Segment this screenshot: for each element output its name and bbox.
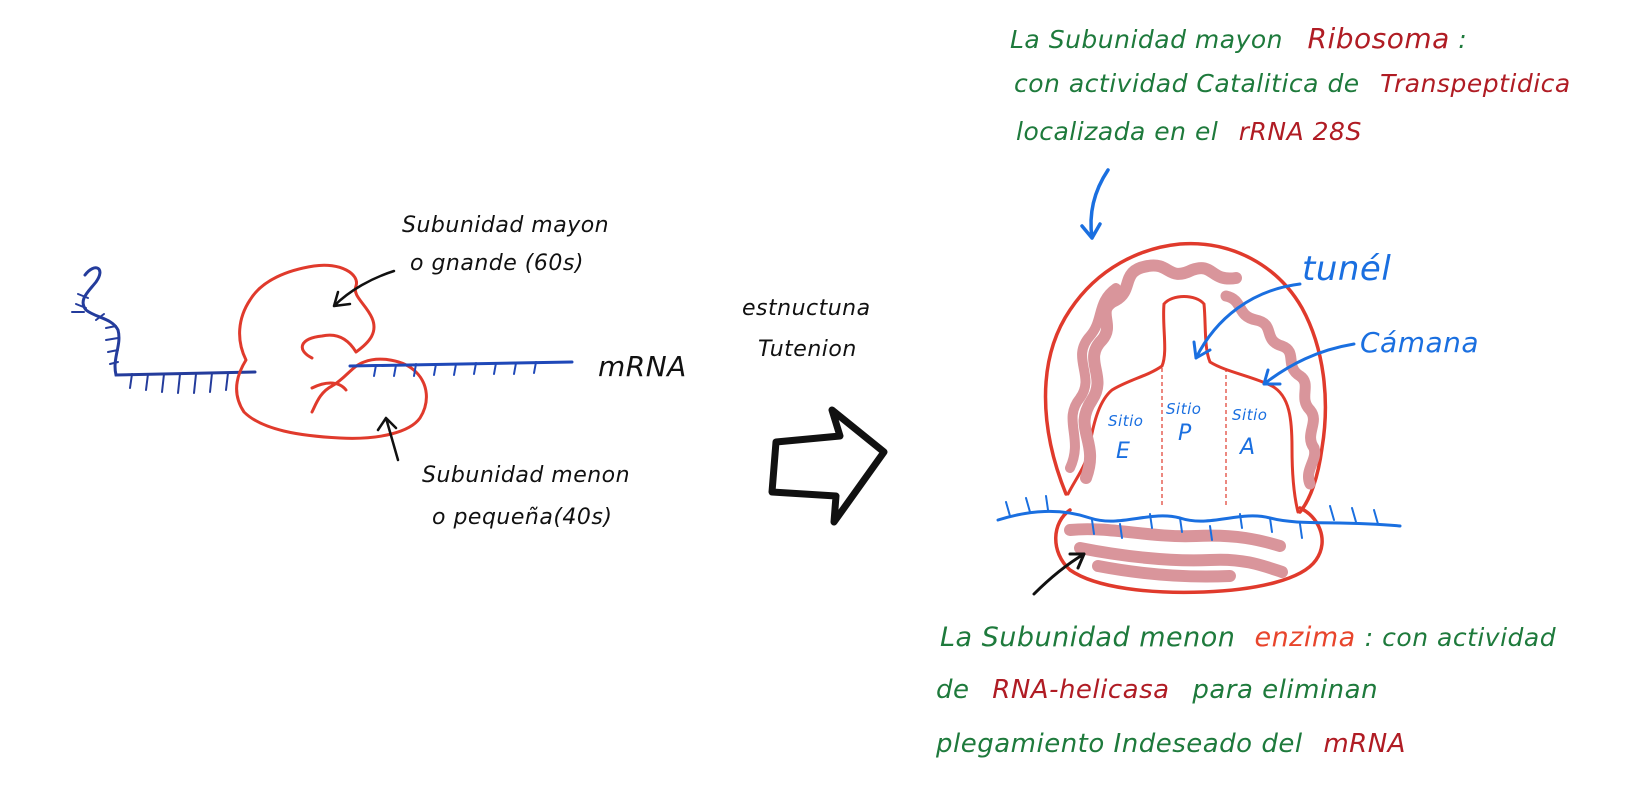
center-arrow-group: estnuctuna Tutenion [742, 296, 888, 526]
top-note-line2-highlight: Transpeptidica [1380, 69, 1571, 98]
bottom-note-pointer-arrow [1032, 552, 1086, 596]
large-subunit-pointer-arrow [332, 269, 396, 308]
right-ribosome-detail: Sitio E Sitio P Sitio A tunél Cámana [996, 168, 1479, 596]
top-note-line1: La Subunidad mayon Ribosoma : [1010, 22, 1467, 55]
site-e-word: Sitio [1108, 412, 1143, 430]
bottom-note-line3: plegamiento Indeseado del mRNA [935, 729, 1406, 759]
mrna-label: mRNA [598, 350, 687, 383]
arrow-label-line2: Tutenion [758, 337, 857, 362]
site-a-word: Sitio [1232, 406, 1267, 424]
top-note-line1-suffix: : [1458, 25, 1467, 54]
right-mrna-ticks [1005, 495, 1379, 541]
bottom-note-line3-highlight: mRNA [1323, 729, 1406, 759]
top-note-line2: con actividad Catalitica de Transpeptidi… [1014, 69, 1571, 98]
top-note-line3-highlight: rRNA 28S [1239, 117, 1362, 146]
bottom-note-line3-prefix: plegamiento Indeseado del [935, 729, 1303, 759]
left-mrna-line [348, 360, 574, 368]
bottom-note-line1-suffix: : con actividad [1365, 623, 1556, 652]
top-note-line3: localizada en el rRNA 28S [1016, 117, 1362, 146]
site-p-letter: P [1178, 421, 1192, 446]
large-subunit-shading-left [1078, 259, 1242, 484]
bottom-note-line1: La Subunidad menon enzima : con activida… [940, 622, 1556, 653]
bottom-note-line2-highlight: RNA-helicasa [992, 675, 1169, 705]
top-note-line1-highlight: Ribosoma [1307, 22, 1449, 55]
top-note-line2-prefix: con actividad Catalitica de [1014, 69, 1360, 98]
arrow-label-line1: estnuctuna [742, 296, 871, 321]
top-note-pointer-arrow [1080, 168, 1110, 240]
small-subunit-pointer-arrow [376, 416, 400, 462]
small-subunit-outline [1054, 506, 1324, 595]
bottom-note-line2-prefix: de [936, 675, 970, 705]
left-ribosome-sketch: Subunidad mayon o gnande (60s) mRNA Subu… [71, 213, 687, 530]
bottom-note-line2-suffix: para eliminan [1191, 675, 1378, 705]
large-subunit-shading-left-2 [1065, 283, 1121, 473]
site-e-letter: E [1116, 439, 1130, 464]
bottom-note-line1-prefix: La Subunidad menon [940, 622, 1235, 653]
bottom-note: La Subunidad menon enzima : con activida… [935, 622, 1556, 759]
inner-chamber-outline [1066, 295, 1300, 514]
left-strand [81, 266, 257, 377]
top-note-line1-prefix: La Subunidad mayon [1010, 25, 1283, 54]
left-subunit-groove [310, 381, 348, 392]
site-p-word: Sitio [1166, 400, 1201, 418]
small-subunit-label-line2: o pequeña(40s) [432, 505, 612, 530]
chamber-pointer-arrow [1262, 342, 1356, 386]
left-mrna-ticks [373, 361, 537, 377]
large-subunit-shading-right [1220, 290, 1321, 490]
bottom-note-line2: de RNA-helicasa para eliminan [936, 675, 1378, 705]
site-a-letter: A [1238, 435, 1256, 460]
tunnel-pointer-arrow [1192, 282, 1302, 360]
large-subunit-label-line2: o gnande (60s) [410, 251, 584, 276]
top-note-line3-prefix: localizada en el [1016, 117, 1218, 146]
large-subunit-outline [1043, 241, 1328, 514]
top-note: La Subunidad mayon Ribosoma : con activi… [1010, 22, 1571, 146]
left-strand-ticks [71, 293, 229, 394]
bottom-note-line1-highlight: enzima [1254, 622, 1355, 653]
tunnel-label: tunél [1302, 249, 1391, 289]
left-ribosome-outline [235, 263, 428, 440]
small-subunit-shading [1064, 523, 1288, 583]
small-subunit-label-line1: Subunidad menon [422, 463, 630, 488]
chamber-label: Cámana [1360, 326, 1479, 359]
large-subunit-label-line1: Subunidad mayon [402, 213, 609, 238]
big-arrow-icon [768, 406, 888, 526]
